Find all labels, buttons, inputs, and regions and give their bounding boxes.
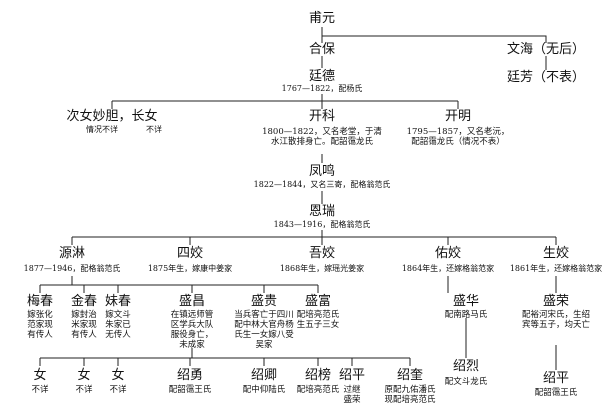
note-shengrong: 配裕河宋氏，生绍 宾等五子，均夭亡 — [521, 310, 591, 330]
person-kaiming: 开明 — [444, 109, 472, 124]
note-shengjiao: 1861年生，还嫁格翁范家 — [509, 264, 603, 273]
line-yuanlin-children — [39, 276, 319, 293]
note-ciniu-a: 情况不详 — [86, 125, 118, 134]
person-tingfang: 廷芳（不表） — [506, 70, 586, 85]
person-wujiao: 吾姣 — [308, 246, 336, 261]
note-shaolie: 配文斗龙氏 — [444, 377, 488, 387]
person-wenhai: 文海（无后） — [506, 42, 586, 57]
person-nv-3: 女 — [111, 368, 125, 383]
note-nv-3: 不详 — [109, 385, 127, 395]
note-shengfu: 配培亮范氏 生五子三女 — [296, 310, 340, 330]
note-yuanlin: 1877—1946，配格翁范氏 — [23, 264, 121, 273]
note-shaobang: 配培亮范氏 — [296, 385, 340, 395]
note-shenggui: 当兵客亡于四川 配中林大官舟杨 氏生一女嫁八受 吴家 — [234, 310, 294, 350]
note-jinchun: 嫁封治 米家现 有传人 — [71, 310, 97, 340]
note-shaoqing: 配中仰陆氏 — [242, 385, 286, 395]
note-kaiming: 1795—1857，又名老沅， 配韶霭龙氏（情况不表） — [406, 127, 510, 147]
note-fengming: 1822—1844，又名三寄，配格翁范氏 — [253, 180, 391, 189]
person-shenghua: 盛华 — [452, 294, 480, 309]
person-shengjiao: 生姣 — [542, 246, 570, 261]
note-sijiao: 1875年生，嫁康中姜家 — [147, 264, 233, 273]
note-youjiao: 1864年生，还嫁格翁范家 — [401, 264, 495, 273]
note-nv-1: 不详 — [31, 385, 49, 395]
person-meichun2: 妹春 — [104, 294, 132, 309]
person-shaoyong: 绍勇 — [176, 368, 204, 383]
note-shaoping-2: 过继 盛荣 — [343, 385, 361, 405]
person-ciniu: 次女妙胆，长女 — [66, 109, 158, 124]
note-kaike: 1800—1822，又名老堂，于清 水江散排身亡。配韶霭龙氏 — [262, 127, 382, 147]
note-shaokui: 原配九佑潘氏 现配培亮范氏 — [384, 385, 436, 405]
note-shaoyong: 配韶霭王氏 — [168, 385, 212, 395]
note-nv-2: 不详 — [75, 385, 93, 395]
person-jinchun: 金春 — [70, 294, 98, 309]
note-enrui: 1843—1916，配格翁范氏 — [273, 220, 371, 229]
person-shaolie: 绍烈 — [452, 359, 480, 374]
person-enrui: 恩瑞 — [308, 204, 336, 219]
person-shaoqing: 绍卿 — [250, 368, 278, 383]
line-shengchang-children — [39, 348, 411, 366]
person-shaoping-1: 绍平 — [542, 371, 570, 386]
person-shengchang: 盛昌 — [178, 294, 206, 309]
person-shaokui: 绍奎 — [396, 368, 424, 383]
person-tingde: 廷德 — [308, 69, 336, 84]
note-meichun2: 嫁文斗 朱家已 无传人 — [105, 310, 131, 340]
note-shaoping-1: 配韶霭王氏 — [534, 388, 578, 398]
note-shenghua: 配南路马氏 — [444, 310, 488, 320]
line-tingde-children — [111, 94, 459, 109]
note-tingde: 1767—1822，配杨氏 — [281, 84, 363, 93]
person-shaobang: 绍榜 — [304, 368, 332, 383]
person-nv-2: 女 — [77, 368, 91, 383]
person-shaoping-2: 绍平 — [338, 368, 366, 383]
line-fuyuan-sons — [321, 27, 547, 43]
person-shengfu: 盛富 — [304, 294, 332, 309]
person-sijiao: 四姣 — [176, 246, 204, 261]
note-shengchang: 在镇远师管 区学兵大队 服役身亡， 未成家 — [170, 310, 214, 350]
person-fengming: 凤鸣 — [308, 164, 336, 179]
person-shenggui: 盛贵 — [250, 294, 278, 309]
note-ciniu-b: 不详 — [146, 125, 162, 134]
note-wujiao: 1868年生，嫁瑶光姜家 — [279, 264, 365, 273]
line-enrui-children — [71, 230, 557, 245]
person-shengrong: 盛荣 — [542, 294, 570, 309]
person-youjiao: 佑姣 — [434, 246, 462, 261]
person-nv-1: 女 — [33, 368, 47, 383]
person-fuyuan: 甫元 — [308, 11, 336, 26]
person-yuanlin: 源淋 — [58, 246, 86, 261]
person-hebao: 合保 — [308, 42, 336, 57]
person-kaike: 开科 — [308, 109, 336, 124]
note-meichun: 嫁张化 范家现 有传人 — [27, 310, 53, 340]
person-meichun: 梅春 — [26, 294, 54, 309]
